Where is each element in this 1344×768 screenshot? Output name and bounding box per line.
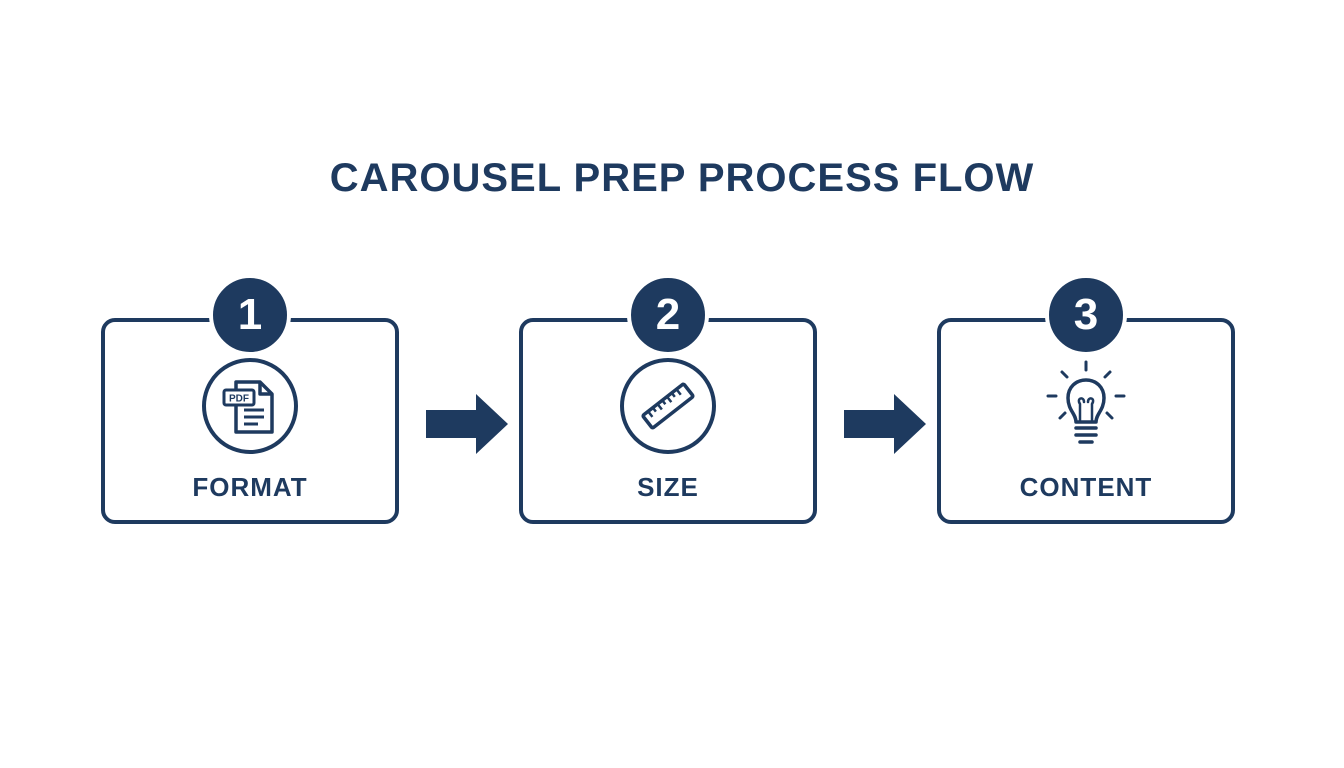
pdf-document-icon: PDF — [202, 358, 298, 454]
arrow-right-icon — [844, 394, 926, 454]
step-number-badge: 1 — [209, 274, 291, 356]
lightbulb-icon — [1038, 358, 1134, 454]
step-label-size: SIZE — [637, 472, 699, 502]
step-label-content: CONTENT — [1019, 472, 1153, 502]
pdf-icon-text: PDF — [229, 394, 249, 405]
step-number-badge: 3 — [1045, 274, 1127, 356]
diagram-title: CAROUSEL PREP PROCESS FLOW — [329, 156, 1035, 200]
step-content-box: 3 CONTENT — [937, 274, 1235, 524]
step-format-box: 1 PDF FORMAT — [101, 274, 399, 524]
step-number-badge: 2 — [627, 274, 709, 356]
ruler-icon — [620, 358, 716, 454]
step-size-box: 2 SIZE — [519, 274, 817, 524]
arrow-right-icon — [426, 394, 508, 454]
step-label-format: FORMAT — [192, 472, 308, 502]
